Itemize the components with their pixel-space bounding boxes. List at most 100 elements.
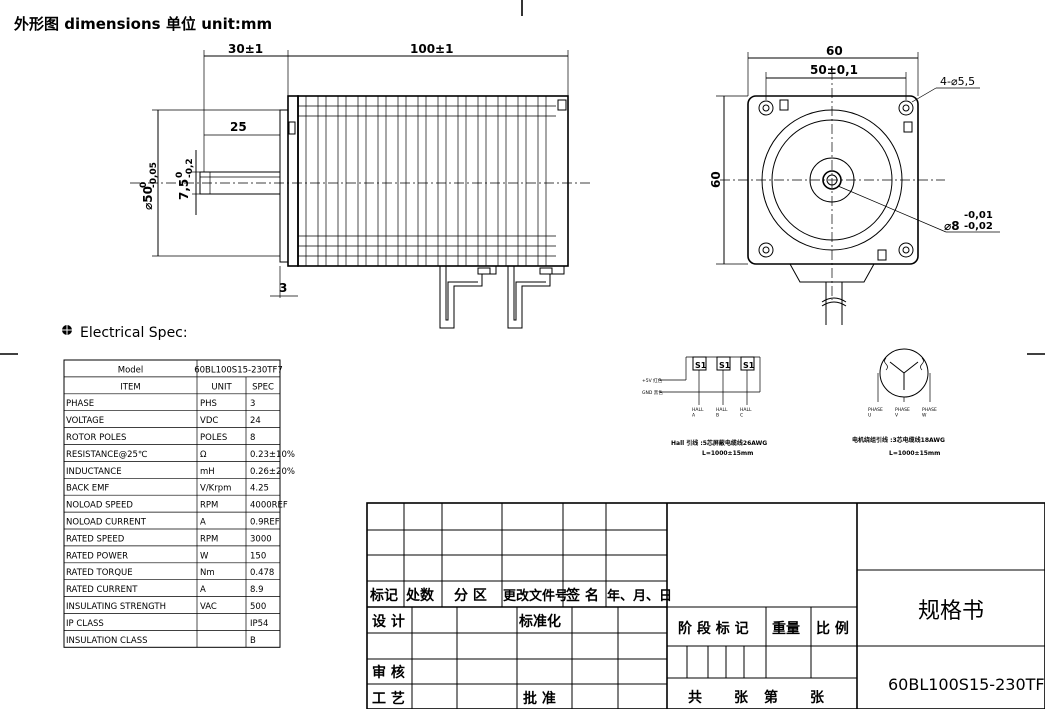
rev-header-date: 年、月、日 [607,588,672,604]
spec-item: RESISTANCE@25℃ [66,450,148,460]
dim-flat-length: 25 [230,120,247,134]
spec-item: INSULATING STRENGTH [66,602,166,612]
doc-title: 规格书 [918,599,984,624]
phase-caption: 电机绕组引线 :3芯电缆线18AWG [852,436,945,444]
spec-unit: PHS [200,399,217,409]
dim-shaft-tol-lower: -0,02 [964,221,993,232]
dim-flat-tol-lower: -0,2 [185,158,195,178]
drawing-number: 60BL100S15-230TF7 [888,675,1045,694]
spec-value: IP54 [250,619,268,629]
spec-col-unit: UNIT [211,382,232,392]
spec-unit: VDC [200,416,218,426]
spec-item: PHASE [66,399,94,409]
power-label-gnd: GND 黑色 [642,389,663,396]
electrical-spec: Electrical Spec: Model 60BL100S15-230TF7I… [62,325,295,648]
spec-unit: VAC [200,602,217,612]
spec-heading: Electrical Spec: [80,325,188,341]
phase-length: L=1000±15mm [889,450,940,457]
label-scale: 比 例 [816,620,849,637]
front-view: 60 50±0,1 60 4-⌀5,5 ⌀8 -0,01 -0,02 [709,44,1000,325]
label-weight: 重量 [772,620,800,637]
dim-pilot-dia: ⌀50 [141,186,155,210]
rev-header-sign: 签 名 [565,587,599,604]
label-standard: 标准化 [518,613,561,630]
spec-col-item: ITEM [120,382,140,392]
label-process: 工 艺 [372,690,405,707]
hall-caption: Hall 引线 :5芯屏蔽电缆线26AWG [671,439,767,447]
spec-item: INSULATION CLASS [66,636,148,646]
label-sheets: 张 [734,690,749,706]
label-stage: 阶 段 标 记 [678,620,749,637]
spec-item: NOLOAD SPEED [66,501,133,511]
spec-item: RATED SPEED [66,534,125,544]
dim-flat: 7,5 [177,179,191,200]
spec-item: IP CLASS [66,619,104,629]
spec-value: 0.9REF [250,518,280,528]
spec-item: RATED POWER [66,551,128,561]
rev-header-count: 处数 [405,587,435,604]
spec-value: 8.9 [250,585,264,595]
spec-item: RATED TORQUE [66,568,133,578]
dim-shaft-dia: ⌀8 [944,219,960,233]
spec-col-spec: SPEC [252,382,274,392]
spec-model-label: Model [118,365,144,375]
drawing-title: 外形图 dimensions [13,15,161,33]
dim-flat-tol-upper: 0 [175,172,185,178]
dim-front-width: 60 [826,44,843,58]
dim-body-length: 100±1 [410,42,453,56]
label-approve: 批 准 [523,690,556,707]
dim-bolt-spacing: 50±0,1 [810,63,858,77]
rev-header-doc: 更改文件号 [503,588,568,604]
spec-unit: mH [200,467,215,477]
spec-item: BACK EMF [66,484,109,494]
unit-note: 单位 unit:mm [166,15,272,33]
label-total: 共 [688,689,702,706]
spec-value: 500 [250,602,266,612]
label-review: 审 核 [372,664,405,681]
spec-unit: V/Krpm [200,484,231,494]
spec-value: 3000 [250,534,272,544]
power-label-5v: +5V 红色 [642,377,663,384]
spec-item: INDUCTANCE [66,467,122,477]
spec-value: 0.478 [250,568,274,578]
hall-length: L=1000±15mm [702,450,753,457]
label-sheet-no: 第 [764,689,778,706]
spec-unit: RPM [200,534,218,544]
spec-value: 0.23±10% [250,450,295,460]
hall-box-1: S1 [695,361,707,370]
hall-box-2: S1 [719,361,731,370]
spec-value: B [250,636,256,646]
spec-item: NOLOAD CURRENT [66,518,147,528]
label-design: 设 计 [372,613,405,630]
spec-unit: A [200,585,206,595]
rev-header-zone: 分 区 [454,588,487,604]
spec-unit: W [200,551,209,561]
spec-item: VOLTAGE [66,416,104,426]
dim-shaft-tol-upper: -0,01 [964,210,993,221]
title-block: 标记 处数 分 区 更改文件号 签 名 年、月、日 设 计 标准化 审 核 工 … [366,502,1045,709]
spec-value: 3 [250,399,255,409]
dim-pilot-tol-lower: -0,05 [149,162,159,188]
dim-shaft-length: 30±1 [228,42,263,56]
spec-model-value: 60BL100S15-230TF7 [194,365,283,375]
spec-value: 0.26±20% [250,467,295,477]
hall-box-3: S1 [743,361,755,370]
dim-flange-thickness: 3 [279,281,287,295]
rev-header-mark: 标记 [369,587,398,604]
label-sheets-2: 张 [810,690,825,706]
spec-table-border [63,359,281,648]
spec-item: RATED CURRENT [66,585,138,595]
spec-value: 4000REF [250,501,288,511]
spec-value: 150 [250,551,266,561]
dim-pilot-tol-upper: 0 [139,182,149,188]
